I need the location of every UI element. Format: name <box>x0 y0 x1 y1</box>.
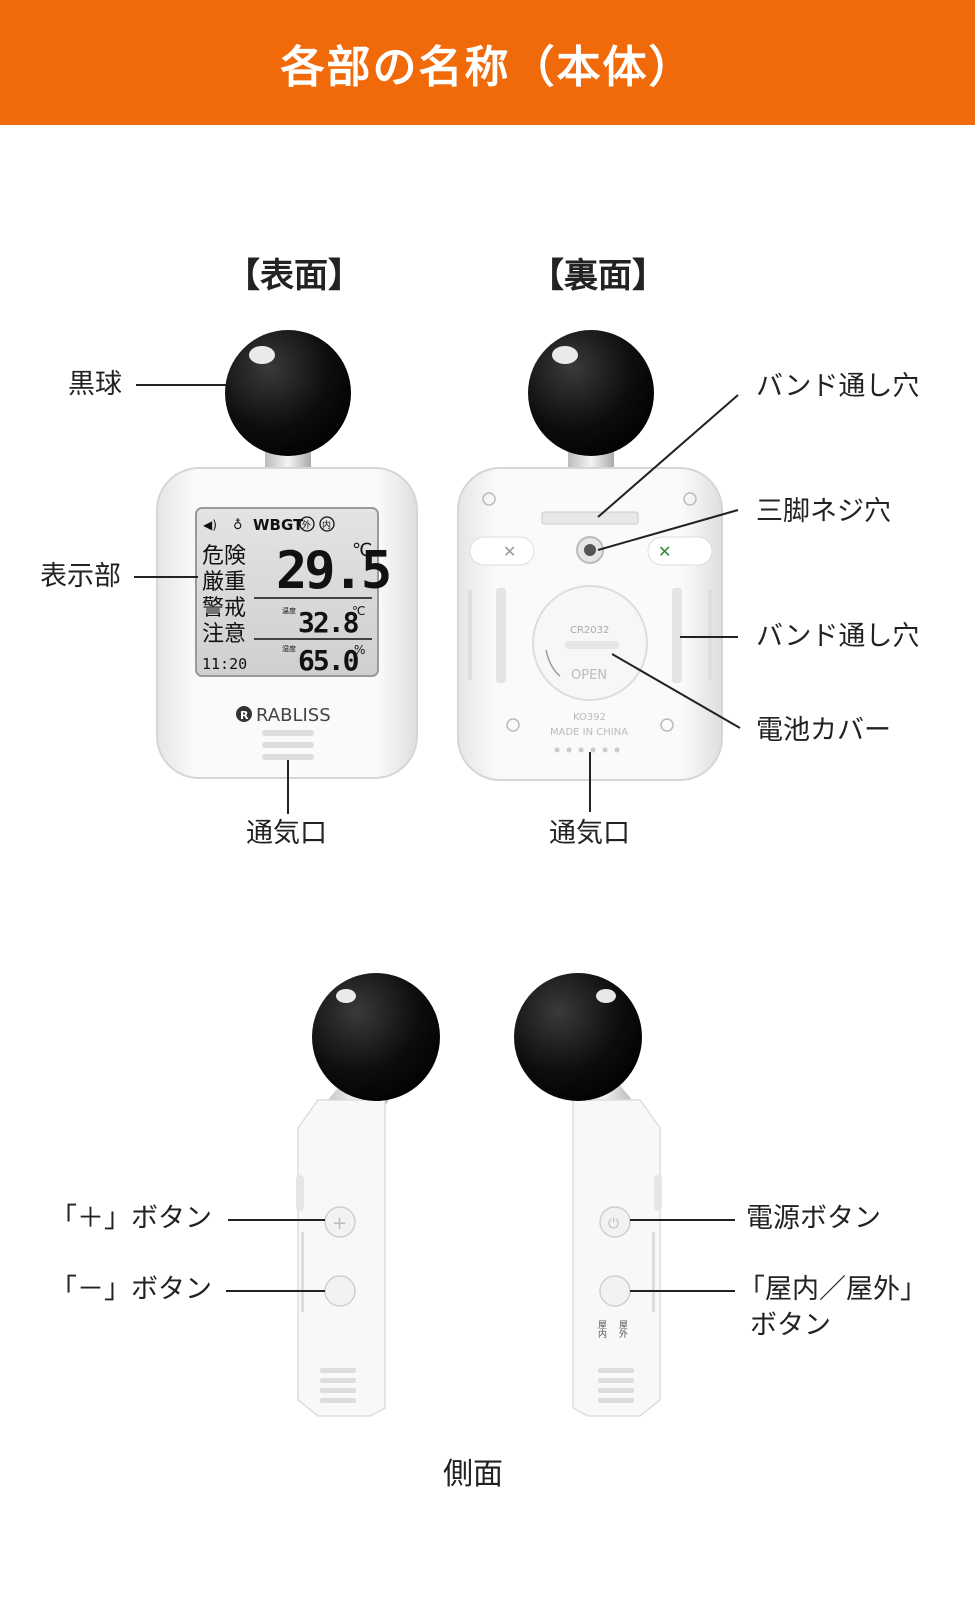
lcd-hum-unit: % <box>354 643 365 657</box>
svg-text:R: R <box>240 709 249 722</box>
lcd-hum-label: 湿度 <box>282 644 296 653</box>
minus-button <box>324 1275 356 1307</box>
front-leader-lines <box>134 384 289 814</box>
label-inout-button-1: 「屋内／屋外」 <box>738 1274 927 1305</box>
side-right-leader-lines <box>630 1219 735 1292</box>
label-display: 表示部 <box>40 561 121 592</box>
lcd-temp-unit: ℃ <box>352 604 365 618</box>
back-screws <box>482 492 697 732</box>
side-left-ball <box>312 973 440 1101</box>
power-icon: ⏻ <box>608 1216 619 1232</box>
lcd-out-badge: 外 <box>302 519 311 531</box>
back-vent-dots <box>554 747 620 753</box>
side-device-right: ⏻ 屋内 屋外 <box>514 973 662 1417</box>
side-left-leader-lines <box>226 1219 325 1292</box>
made-in: MADE IN CHINA <box>550 727 628 738</box>
plus-icon: + <box>332 1213 347 1234</box>
back-black-ball <box>528 330 654 456</box>
battery-open-label: OPEN <box>571 668 607 683</box>
back-device: ✕ ✕ CR2032 OPEN KO392 MADE IN CHINA <box>457 330 723 781</box>
lcd-temp-label: 温度 <box>282 606 296 615</box>
side-right-body <box>572 1099 661 1417</box>
label-back-vent: 通気口 <box>549 818 630 849</box>
band-slot-right <box>672 588 682 683</box>
label-plus-button: 「＋」ボタン <box>50 1203 212 1234</box>
outdoor-mark: 屋外 <box>617 1320 628 1339</box>
back-right-pill <box>647 536 713 566</box>
label-black-ball: 黒球 <box>68 369 122 400</box>
indoor-mark: 屋内 <box>596 1320 607 1339</box>
lcd-temp-value: 32.8 <box>298 606 359 639</box>
band-hole-top <box>541 511 639 525</box>
side-right-vent <box>598 1368 634 1403</box>
lcd-level-1: 危険 <box>202 544 246 569</box>
back-leader-lines <box>589 394 741 812</box>
lcd-hum-value: 65.0 <box>298 644 359 677</box>
front-vent-slot <box>262 754 314 760</box>
front-heading: 【表面】 <box>226 256 362 296</box>
label-band-hole-top: バンド通し穴 <box>756 371 920 402</box>
lcd-in-badge: 内 <box>322 519 331 531</box>
side-right-ball <box>514 973 642 1101</box>
lcd-level-3: 警戒 <box>202 596 246 621</box>
bulb-icon: ♁ <box>233 518 243 533</box>
lcd-content: ◀) ♁ WBGT 外 内 危険 厳重 警戒 注意 29.5 ℃ 温度 32.8… <box>202 516 392 677</box>
model-number: KO392 <box>573 712 606 723</box>
front-device: ◀) ♁ WBGT 外 内 危険 厳重 警戒 注意 29.5 ℃ 温度 32.8… <box>156 330 418 779</box>
label-front-vent: 通気口 <box>246 818 327 849</box>
band-slot-left <box>496 588 506 683</box>
fan-icon-green: ✕ <box>658 542 671 561</box>
front-vent-slot <box>262 730 314 736</box>
label-power-button: 電源ボタン <box>746 1203 881 1234</box>
brand-logo-icon <box>236 706 252 722</box>
lcd-display <box>195 507 379 677</box>
lcd-wbgt-value: 29.5 <box>276 541 389 601</box>
back-heading: 【裏面】 <box>530 256 666 296</box>
header-banner: 各部の名称（本体） <box>0 0 975 125</box>
fan-icon: ✕ <box>503 542 516 561</box>
label-tripod-hole: 三脚ネジ穴 <box>756 496 891 527</box>
page-title: 各部の名称（本体） <box>280 41 695 93</box>
side-caption: 側面 <box>443 1457 503 1492</box>
lcd-level-4: 注意 <box>202 622 246 647</box>
inout-button <box>599 1275 631 1307</box>
label-battery-cover: 電池カバー <box>756 715 891 746</box>
speaker-icon: ◀) <box>203 518 217 532</box>
lcd-level-2: 厳重 <box>202 570 246 595</box>
back-left-pill <box>469 536 535 566</box>
brand-name: RABLISS <box>256 705 331 726</box>
side-device-left: + <box>296 973 440 1417</box>
power-button <box>599 1206 631 1238</box>
lcd-time: 11:20 <box>202 655 247 673</box>
plus-button <box>324 1206 356 1238</box>
lcd-wbgt-label: WBGT <box>253 516 304 534</box>
label-band-hole-side: バンド通し穴 <box>756 621 920 652</box>
battery-type: CR2032 <box>570 625 609 636</box>
front-black-ball <box>225 330 351 456</box>
label-minus-button: 「－」ボタン <box>50 1274 212 1305</box>
label-inout-button-2: ボタン <box>750 1310 831 1341</box>
side-left-vent <box>320 1368 356 1403</box>
side-left-body <box>297 1099 386 1417</box>
front-vent-slot <box>262 742 314 748</box>
lcd-wbgt-unit: ℃ <box>352 540 372 561</box>
